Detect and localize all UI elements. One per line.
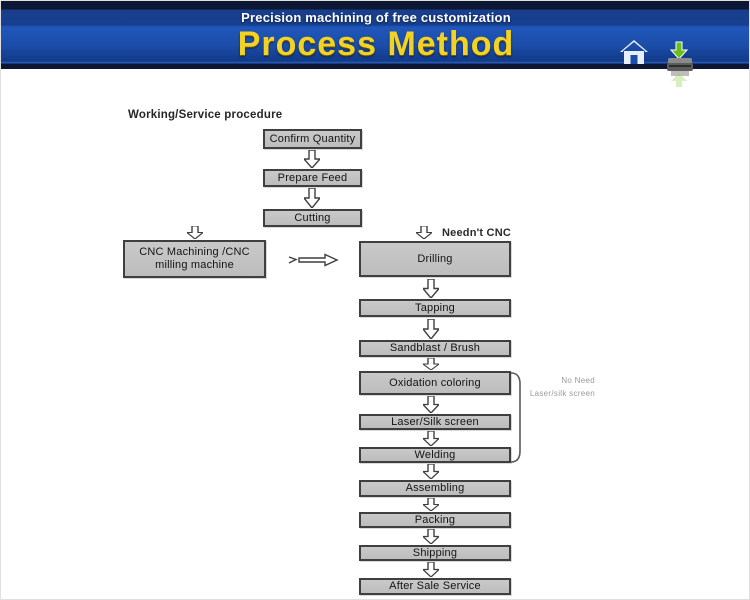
flowchart: Working/Service procedure Confirm Quanti…	[1, 69, 749, 599]
box-assembling: Assembling	[359, 480, 511, 497]
bracket-icon	[510, 371, 523, 464]
down-arrow-icon	[187, 226, 203, 239]
box-sandblast-brush: Sandblast / Brush	[359, 340, 511, 357]
down-arrow-icon	[304, 150, 320, 168]
box-confirm-quantity: Confirm Quantity	[263, 129, 362, 149]
down-arrow-icon	[423, 396, 439, 413]
no-cnc-label: Needn't CNC	[442, 227, 511, 239]
section-label: Working/Service procedure	[128, 109, 283, 121]
box-tapping: Tapping	[359, 299, 511, 317]
down-arrow-icon	[423, 279, 439, 298]
box-packing: Packing	[359, 512, 511, 528]
box-laser-silk-screen: Laser/Silk screen	[359, 414, 511, 430]
right-arrow-icon	[287, 253, 339, 267]
down-arrow-icon	[423, 529, 439, 544]
down-arrow-icon	[304, 188, 320, 208]
down-arrow-icon	[416, 226, 432, 239]
page-title: Process Method	[237, 25, 515, 63]
side-note: No Need Laser/silk screen	[529, 376, 595, 398]
box-after-sale-service: After Sale Service	[359, 578, 511, 595]
box-oxidation-coloring: Oxidation coloring	[359, 371, 511, 395]
down-arrow-icon	[423, 498, 439, 511]
header-subtitle: Precision machining of free customizatio…	[241, 10, 511, 25]
box-cnc-machining: CNC Machining /CNC milling machine	[123, 240, 266, 278]
box-prepare-feed: Prepare Feed	[263, 169, 362, 187]
box-welding: Welding	[359, 447, 511, 463]
down-arrow-icon	[423, 358, 439, 370]
box-cutting: Cutting	[263, 209, 362, 227]
home-icon[interactable]	[619, 39, 649, 65]
header-banner: Precision machining of free customizatio…	[1, 1, 749, 87]
down-arrow-icon	[423, 464, 439, 479]
down-arrow-icon	[423, 562, 439, 577]
down-arrow-icon	[423, 319, 439, 339]
down-arrow-icon	[423, 431, 439, 446]
box-shipping: Shipping	[359, 545, 511, 561]
box-drilling: Drilling	[359, 241, 511, 277]
print-icon[interactable]	[665, 41, 695, 89]
